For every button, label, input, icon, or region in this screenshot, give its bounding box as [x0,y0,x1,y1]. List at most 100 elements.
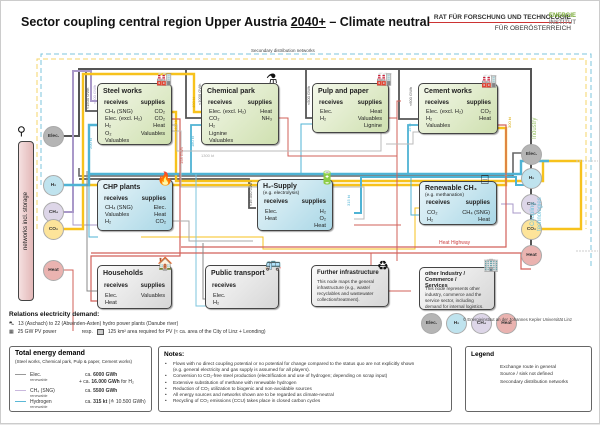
h2-to-chem [190,124,201,174]
network-heat[interactable]: Heat [43,260,64,281]
networks-storage-bar: networks incl. storage [18,141,34,301]
flow-label: ≈1000 GWh [197,83,202,105]
legend-item-source-sink: Source / sink not defined [500,372,553,377]
receives-item: Valuables [426,123,451,130]
node-pulp-paper[interactable]: Pulp and paper receives supplies Elec. H… [312,83,389,133]
receives-heading: receives [426,200,451,206]
h2-to-pulp [300,123,313,174]
network-elec-right[interactable]: Elec. [521,144,542,165]
supplies-item: Heat [314,223,326,230]
receives-item: Elec. [265,209,278,215]
notes-box: Notes: Flows with no direct coupling pot… [158,346,452,412]
supplies-item: H₂ [319,209,326,215]
heat-highway [63,269,74,331]
network-co2-right[interactable]: CO₂ [521,219,542,240]
co2-from-steel [171,110,583,231]
elec-chp-out [171,220,253,242]
node-public-transport[interactable]: Public transport receives Elec. H₂ [205,265,279,309]
house-icon: 🏠 [157,256,174,271]
supplies-item: Heat [478,217,490,224]
receives-item: Lignine [209,130,228,137]
node-title: H₂-Supply [263,183,297,190]
supplies-item: CO₂ [155,219,166,226]
network-elec-label: Elec. [47,134,60,139]
supplies-item: O₂ [319,216,326,223]
network-h2-right[interactable]: H₂ [521,168,542,189]
receives-item: H₂ [105,219,112,226]
node-h2-supply[interactable]: H₂-Supply (e.g. electrolysis) receives s… [257,179,333,231]
node-further-infrastructure[interactable]: Further infrastructure This node maps th… [311,265,389,307]
ch4-to-chp [72,212,98,226]
node-chemical-park[interactable]: Chemical park receives supplies Elec. (e… [201,83,279,145]
other-h2[interactable]: H₂ [446,313,467,334]
network-h2[interactable]: H₂ [43,175,64,196]
node-cement-works[interactable]: Cement works receives supplies Elec. (ex… [418,83,498,134]
network-ch4-right[interactable]: CH₄ [521,194,542,215]
council-logo: RAT FÜR FORSCHUNG UND TECHNOLOGIE FÜR OB… [429,14,571,32]
coupling-line1: Coupling [530,202,536,226]
note-item: Extensive substitution of methane with r… [165,380,414,386]
legend-item-secondary: Secondary distribution networks [500,380,568,385]
node-households[interactable]: Households receives supplies Elec. Heat … [97,265,172,309]
networks-storage-label: networks incl. storage [23,191,29,251]
flow-label: ≈16.000 GWh [248,181,253,206]
paper-factory-icon: 🏭 [376,71,393,86]
node-steel-works[interactable]: Steel works receives supplies CH₄ (SNG) … [97,83,172,145]
supplies-item: Heat [370,109,382,115]
receives-item: H₂ [213,300,220,307]
receives-heading: receives [425,100,450,106]
receives-item: O₂ [105,130,112,137]
supplies-item: Valuables [140,130,165,137]
other-ch4[interactable]: CH₄ [471,313,492,334]
h2-bus [63,123,98,187]
relations-pv: 25 GW PV power [17,329,57,335]
node-renewable-ch4[interactable]: Renewable CH₄ (e.g. methanation) receive… [419,181,497,225]
network-co2[interactable]: CO₂ [43,219,64,240]
total-energy-subheading: (Steel works, Chemical park, Pulp & pape… [15,359,133,364]
network-co2-right-label: CO₂ [526,227,537,232]
h2-to-transport [195,174,206,307]
heat-highway-line [91,252,531,270]
bus-icon: 🚌 [265,256,282,271]
receives-item: CH₄ (SNG) [105,109,133,115]
receives-item: H₂ [426,116,433,123]
title-year: 2040+ [290,15,326,29]
network-elec[interactable]: Elec. [43,126,64,147]
other-heat[interactable]: Heat [496,313,517,334]
energy-note: renewable [30,405,48,409]
node-other-industry[interactable]: other Industry / Commerce / Services Thi… [419,267,495,310]
elec-to-chem [185,69,201,119]
other-elec[interactable]: Elec. [421,313,442,334]
h2-to-cement [407,124,419,174]
network-elec-right-label: Elec. [525,152,538,157]
chemical-flask-icon: ⚗ [266,71,278,86]
node-title: Households [103,270,144,277]
node-title: Steel works [103,88,142,95]
energy-value: 16.000 GWh [91,379,120,385]
network-ch4-label: CH₄ [48,210,59,215]
receives-heading: receives [208,100,233,106]
cement-factory-icon: 🏭 [481,73,498,88]
receives-item: Elec. (excl. H₂) [426,109,463,115]
secondary-networks-label: Secondary distribution networks [251,48,315,53]
secondary-co2-network [36,58,587,229]
receives-item: Valuables [105,137,130,144]
notes-heading: Notes: [164,351,185,358]
receives-item: H₂ [320,116,327,123]
receives-item: Valuables [105,212,130,219]
receives-item: Elec. [320,109,333,115]
h2-from-supply [354,176,531,214]
flow-label: ≈600 GWh [408,86,413,106]
network-heat-right[interactable]: Heat [521,245,542,266]
flow-label: ≈1500 GWh [85,87,90,109]
relations-pv-resp: resp. [81,329,93,335]
h2-to-renew [410,177,421,216]
receives-item: H₂ [427,217,434,224]
institute-logo: ENERGIE INSTITUT [549,13,576,27]
total-energy-box: Total energy demand (Steel works, Chemic… [9,346,152,412]
node-chp-plants[interactable]: CHP plants receives supplies CH₄ (SNG) V… [97,179,173,231]
node-title: Chemical park [207,88,255,95]
supplies-item: Valuables [357,116,382,123]
title-tail: – Climate neutral [325,15,431,29]
